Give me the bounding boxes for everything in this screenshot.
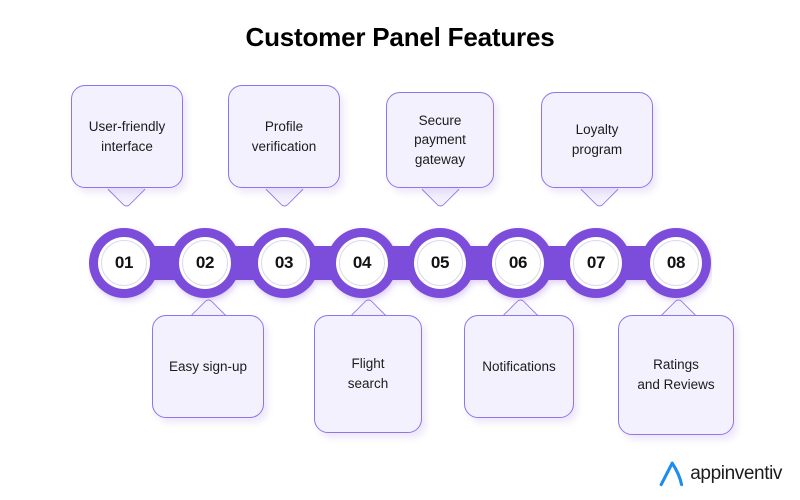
step-node-08[interactable]: 08 xyxy=(650,237,702,289)
feature-card-easy-sign-up[interactable]: Easy sign-up xyxy=(152,315,264,418)
step-number: 02 xyxy=(195,253,215,272)
step-number: 01 xyxy=(114,253,134,272)
appinventiv-logo[interactable]: appinventiv xyxy=(658,460,782,488)
appinventiv-a-mark-icon xyxy=(659,461,684,487)
step-number: 06 xyxy=(508,253,528,272)
step-number: 07 xyxy=(586,253,606,272)
step-node-07[interactable]: 07 xyxy=(570,237,622,289)
step-number: 03 xyxy=(274,253,294,272)
step-node-05[interactable]: 05 xyxy=(414,237,466,289)
page-title: Customer Panel Features xyxy=(245,22,555,52)
step-number: 08 xyxy=(666,253,686,272)
step-node-03[interactable]: 03 xyxy=(258,237,310,289)
feature-card-label: Easy sign-up xyxy=(168,358,248,374)
appinventiv-wordmark: appinventiv xyxy=(690,463,782,484)
step-number: 04 xyxy=(352,253,372,272)
step-node-06[interactable]: 06 xyxy=(492,237,544,289)
step-node-04[interactable]: 04 xyxy=(336,237,388,289)
step-number: 05 xyxy=(430,253,450,272)
step-node-01[interactable]: 01 xyxy=(98,237,150,289)
feature-card-notifications[interactable]: Notifications xyxy=(464,315,574,418)
step-node-02[interactable]: 02 xyxy=(179,237,231,289)
feature-card-label: Notifications xyxy=(482,358,556,374)
